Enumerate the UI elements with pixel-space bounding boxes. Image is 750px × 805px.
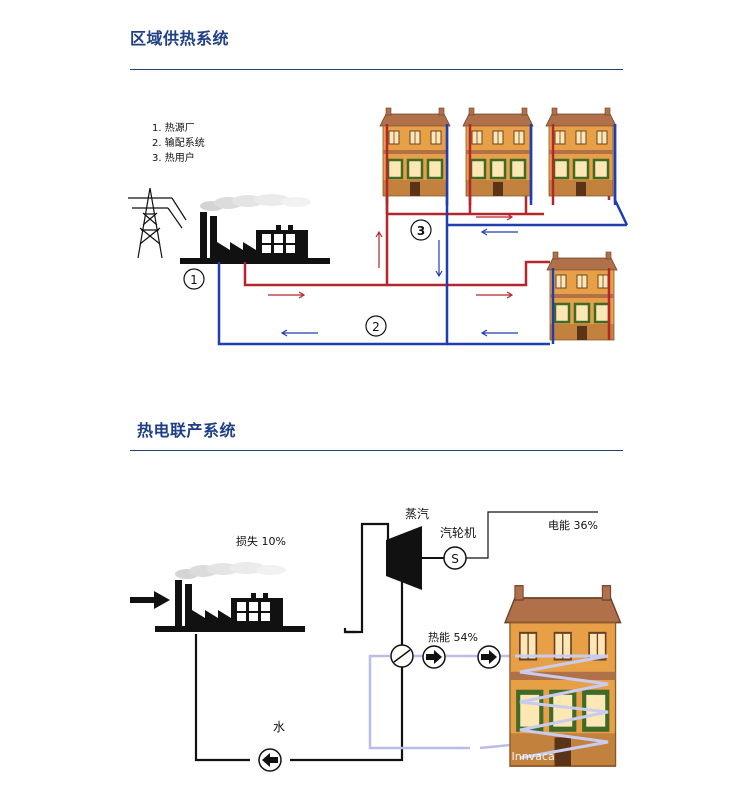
chp-heat-user-house (505, 586, 621, 766)
steam-water-loop (194, 522, 404, 762)
legend-item-heat-user: 3. 热用户 (152, 151, 195, 164)
turbine-label: 汽轮机 (440, 525, 476, 540)
loss-label: 损失 10% (236, 534, 286, 548)
section-divider-1 (130, 69, 623, 70)
section-title-district-heating: 区域供热系统 (130, 29, 230, 48)
flow-arrows (268, 213, 518, 337)
watermark: 公众号 Innvaca (475, 750, 555, 763)
return-pump-icon (258, 748, 282, 772)
heat-exchanger-icon (390, 644, 414, 668)
chp-plant-factory-icon (155, 562, 305, 632)
water-label: 水 (273, 720, 285, 734)
section-title-chp: 热电联产系统 (137, 421, 237, 440)
svg-text:2: 2 (372, 320, 380, 334)
svg-text:1: 1 (190, 273, 198, 287)
legend-item-distribution: 2. 输配系统 (152, 136, 205, 149)
svg-text:3: 3 (417, 224, 425, 238)
power-tower-icon (128, 187, 187, 259)
district-heating-legend: 1. 热源厂 2. 输配系统 3. 热用户 (152, 121, 205, 164)
pump-icon-2 (477, 645, 501, 669)
heat-user-house-3 (544, 106, 618, 198)
pump-icon-1 (422, 645, 446, 669)
heat-user-house-2 (461, 106, 535, 198)
heat-user-house-4 (545, 250, 619, 342)
heat-user-house-1 (378, 106, 452, 198)
house-heating-coil (515, 654, 609, 760)
fuel-input-arrow-icon (130, 591, 170, 609)
heat-plant-factory-icon (180, 194, 330, 264)
marker-heat-user: 3 (410, 219, 432, 241)
turbine-icon (386, 526, 444, 590)
marker-distribution: 2 (365, 315, 387, 337)
section-divider-2 (130, 450, 623, 451)
generator-icon: S (443, 546, 467, 570)
svg-text:S: S (451, 552, 459, 566)
steam-label: 蒸汽 (405, 506, 429, 521)
electricity-label: 电能 36% (548, 518, 598, 532)
marker-heat-plant: 1 (183, 268, 205, 290)
legend-item-heat-plant: 1. 热源厂 (152, 121, 195, 134)
heat-label: 热能 54% (428, 630, 478, 644)
